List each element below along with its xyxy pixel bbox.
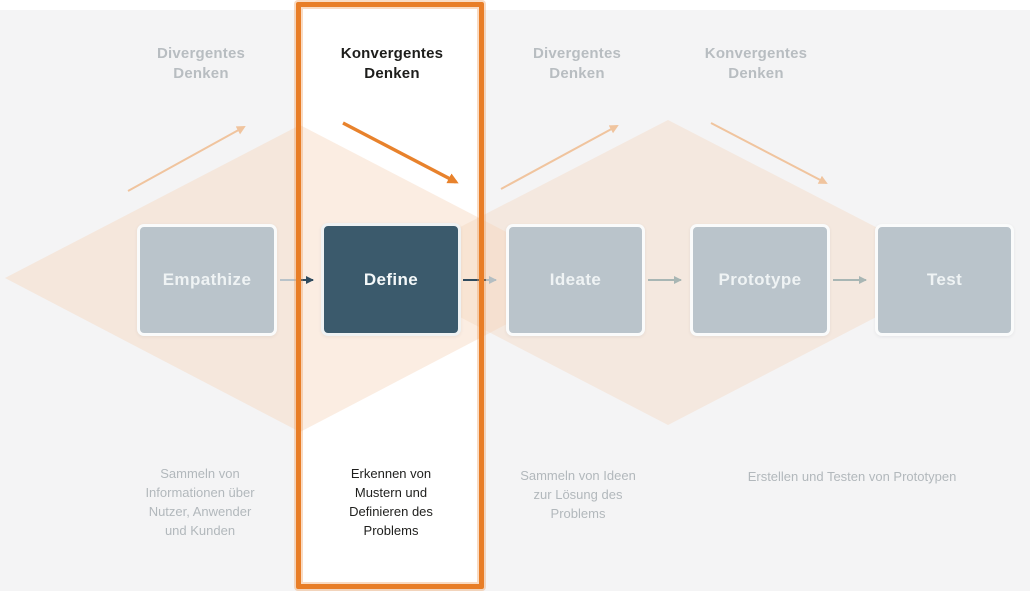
stage-box-test: Test <box>875 224 1014 336</box>
stage-label-define: Define <box>363 269 419 289</box>
thinking-label-divergent-2: Divergentes Denken <box>532 45 622 82</box>
stage-box-ideate: Ideate <box>506 224 645 336</box>
stage-label-test: Test <box>926 270 963 289</box>
caption-define: Erkennen von Mustern und Definieren des … <box>349 466 433 538</box>
thinking-label-convergent-2: Konvergentes Denken <box>704 45 808 82</box>
thinking-label-divergent-1: Divergentes Denken <box>156 45 246 82</box>
stage-box-define: Define <box>321 223 461 336</box>
caption-prototype-test: Erstellen und Testen von Prototypen <box>747 469 957 484</box>
stage-label-ideate: Ideate <box>549 270 602 289</box>
stage-label-prototype: Prototype <box>718 270 802 289</box>
stage-box-prototype: Prototype <box>690 224 830 336</box>
thinking-label-convergent-active: Konvergentes Denken <box>340 45 444 82</box>
caption-empathize: Sammeln von Informationen über Nutzer, A… <box>145 466 255 538</box>
stage-label-empathize: Empathize <box>162 270 252 289</box>
caption-ideate: Sammeln von Ideen zur Lösung des Problem… <box>520 468 636 521</box>
stage-box-empathize: Empathize <box>137 224 277 336</box>
